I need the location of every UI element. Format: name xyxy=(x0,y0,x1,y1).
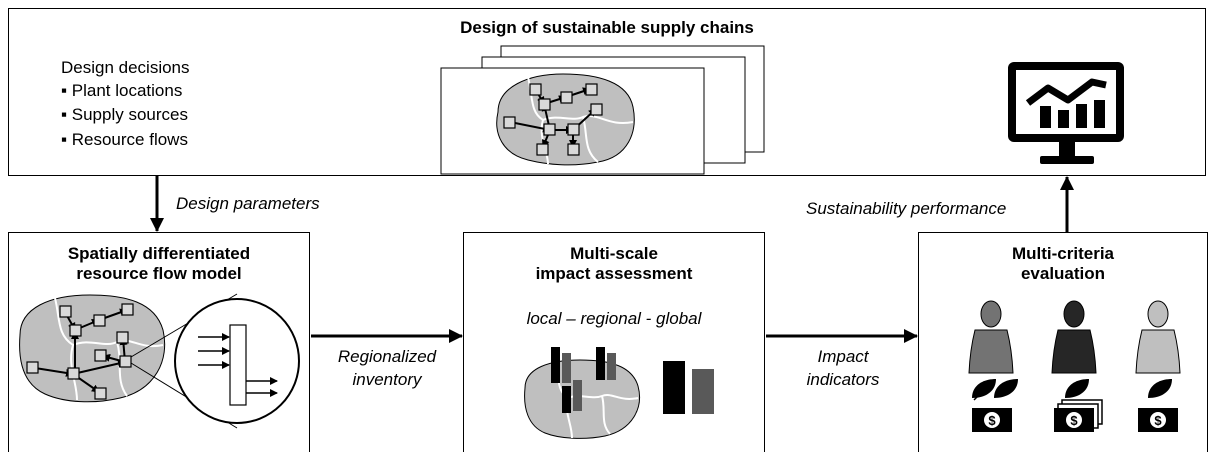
decision-item: ▪ Supply sources xyxy=(61,105,188,124)
money-bill-icon-1 xyxy=(972,408,1012,432)
label-line: inventory xyxy=(352,370,422,389)
stakeholder-2 xyxy=(1051,300,1097,374)
decision-label: Resource flows xyxy=(71,130,188,149)
stakeholder-1 xyxy=(968,300,1014,374)
impact-assessment-title: Multi-scale impact assessment xyxy=(463,244,765,284)
dollar-sign: $ xyxy=(1154,413,1162,428)
decision-label: Plant locations xyxy=(71,81,183,100)
global-impact-bars xyxy=(663,361,714,414)
label-line: Impact xyxy=(817,347,869,366)
title-line: resource flow model xyxy=(76,264,242,283)
sustainability-performance-label: Sustainability performance xyxy=(806,199,1007,218)
dollar-sign: $ xyxy=(988,413,996,428)
dollar-sign: $ xyxy=(1070,413,1078,428)
design-decisions-heading: Design decisions xyxy=(61,58,190,77)
regionalized-inventory-label: Regionalized inventory xyxy=(318,347,456,390)
resource-flow-map xyxy=(19,294,166,403)
impact-map xyxy=(524,359,640,439)
multi-criteria-title: Multi-criteria evaluation xyxy=(918,244,1208,284)
label-line: indicators xyxy=(806,370,880,389)
leaf-icon xyxy=(1148,379,1172,398)
local-impact-bars xyxy=(551,347,616,413)
title-line: Spatially differentiated xyxy=(67,244,251,263)
title-line: evaluation xyxy=(1020,264,1106,283)
leaf-icon xyxy=(994,379,1018,398)
design-parameters-label: Design parameters xyxy=(176,194,320,213)
title-line: Multi-criteria xyxy=(1011,244,1115,263)
design-box-title: Design of sustainable supply chains xyxy=(460,18,754,37)
money-bill-icon-3 xyxy=(1138,408,1178,432)
decision-item: ▪ Resource flows xyxy=(61,130,188,149)
money-stack-icon xyxy=(1054,399,1103,432)
label-line: Regionalized xyxy=(337,347,437,366)
leaf-icon xyxy=(1065,379,1089,398)
diagram-graphics: $ $ $ xyxy=(19,45,1181,439)
impact-indicators-label: Impact indicators xyxy=(775,347,911,390)
supply-chain-map xyxy=(496,73,635,166)
decision-item: ▪ Plant locations xyxy=(61,81,183,100)
resource-flow-model-title: Spatially differentiated resource flow m… xyxy=(8,244,310,284)
title-line: Multi-scale xyxy=(570,244,658,263)
decision-label: Supply sources xyxy=(71,105,188,124)
monitor-chart-icon xyxy=(1008,62,1124,164)
impact-scale-text: local – regional - global xyxy=(526,309,702,328)
leaf-icon xyxy=(972,379,996,401)
zoom-circle xyxy=(174,298,300,424)
stakeholder-3 xyxy=(1135,300,1181,374)
title-line: impact assessment xyxy=(535,264,693,283)
